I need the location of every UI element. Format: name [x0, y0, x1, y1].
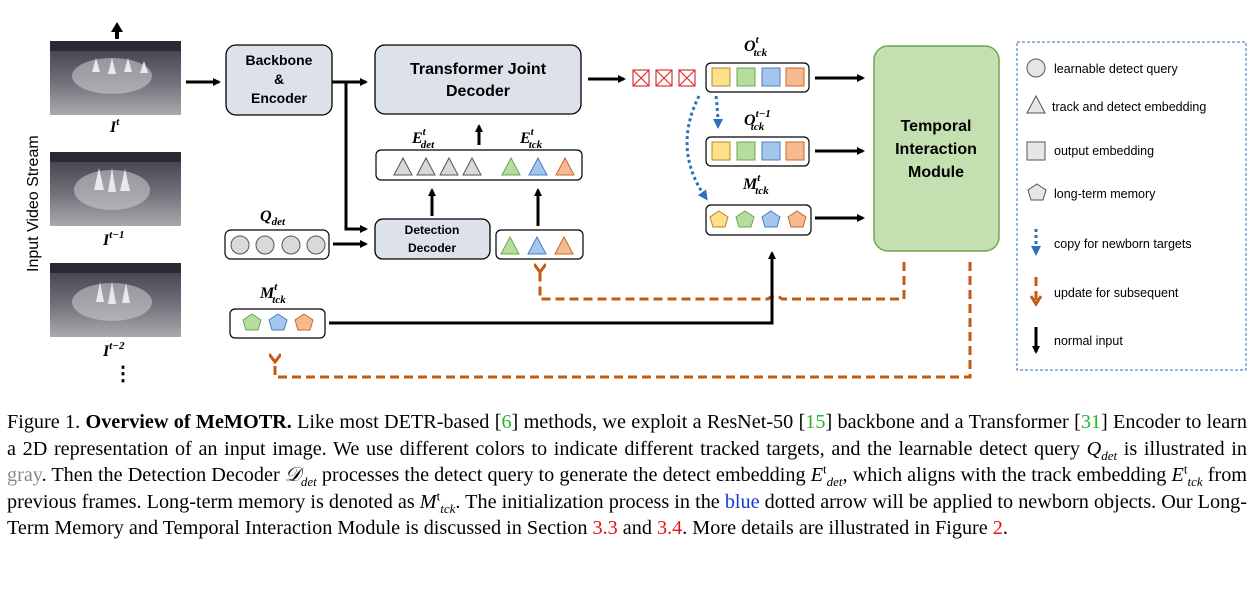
arrow-memory-left-up [329, 251, 776, 325]
section-link[interactable]: 3.4 [656, 517, 683, 540]
svg-text:Mttck: Mttck [742, 172, 769, 197]
svg-text:Decoder: Decoder [446, 83, 510, 100]
svg-text:Detection: Detection [405, 223, 460, 237]
combined-embedding-row [375, 149, 583, 181]
temporal-interaction-module-box: Temporal Interaction Module [873, 45, 1000, 252]
svg-text:Encoder: Encoder [251, 90, 308, 106]
ref-link[interactable]: 15 [805, 411, 826, 433]
svg-text:learnable detect query: learnable detect query [1054, 62, 1178, 76]
legend: learnable detect query track and detect … [1016, 41, 1247, 371]
frame-thumbnail-t [50, 41, 181, 115]
svg-text:Decoder: Decoder [408, 241, 456, 255]
svg-text:Module: Module [908, 164, 964, 181]
svg-text:Ettck: Ettck [519, 126, 543, 151]
detection-decoder-box: Detection Decoder [374, 218, 491, 260]
svg-text:copy for newborn targets: copy for newborn targets [1054, 237, 1192, 251]
frame-label-t: It [109, 116, 120, 136]
track-embedding-row [495, 229, 584, 260]
memory-row-left [229, 308, 326, 339]
frame-thumbnail-t-1 [50, 152, 181, 226]
detect-query-row [224, 229, 330, 260]
svg-text:Etdet: Etdet [411, 126, 435, 151]
up-arrow-icon [111, 22, 123, 39]
square-icon [1026, 141, 1046, 161]
output-embedding-row-t-1 [705, 136, 810, 167]
svg-text:track and detect embedding: track and detect embedding [1052, 100, 1206, 114]
svg-text:Qdet: Qdet [260, 208, 286, 228]
figure-link[interactable]: 2 [992, 517, 1003, 540]
circle-icon [1026, 58, 1046, 78]
update-subsequent-arrows [275, 262, 972, 379]
frames-ellipsis: ⋮ [113, 363, 133, 385]
triangle-icon [1026, 94, 1046, 114]
svg-text:Mttck: Mttck [259, 281, 286, 306]
svg-text:Backbone: Backbone [246, 52, 313, 68]
discarded-outputs [632, 69, 696, 87]
frame-label-t-2: It−2 [102, 340, 125, 360]
ref-link[interactable]: 31 [1080, 411, 1101, 433]
svg-text:long-term memory: long-term memory [1054, 187, 1156, 201]
svg-text:output embedding: output embedding [1054, 144, 1154, 158]
ref-link[interactable]: 6 [501, 411, 512, 433]
arrows-backbone-out [332, 78, 368, 233]
svg-text:It−2: It−2 [102, 340, 125, 360]
section-link[interactable]: 3.3 [592, 517, 618, 540]
q-det-label: Qdet [260, 208, 286, 228]
frame-label-t-1: It−1 [102, 229, 124, 249]
svg-text:normal input: normal input [1054, 334, 1123, 348]
input-video-stream-label: Input Video Stream [25, 135, 42, 272]
svg-text:Transformer Joint: Transformer Joint [410, 61, 547, 78]
output-embedding-row-t [705, 62, 810, 93]
svg-text:update for subsequent: update for subsequent [1054, 286, 1179, 300]
svg-text:Interaction: Interaction [895, 141, 977, 158]
svg-text:&: & [274, 71, 284, 87]
memory-row-right [705, 204, 812, 236]
pentagon-icon [1027, 183, 1047, 201]
svg-text:It−1: It−1 [102, 229, 124, 249]
frame-thumbnail-t-2 [50, 263, 181, 337]
transformer-joint-decoder-box: Transformer Joint Decoder [374, 44, 582, 115]
figure-caption: Figure 1. Overview of MeMOTR. Like most … [7, 411, 1247, 540]
overview-diagram: Input Video Stream It It−1 It−2 ⋮ Backbo… [25, 22, 1247, 385]
svg-text:It: It [109, 116, 120, 136]
backbone-encoder-box: Backbone & Encoder [225, 44, 333, 116]
copy-newborn-arrows [685, 95, 723, 201]
svg-text:Temporal: Temporal [901, 118, 972, 135]
